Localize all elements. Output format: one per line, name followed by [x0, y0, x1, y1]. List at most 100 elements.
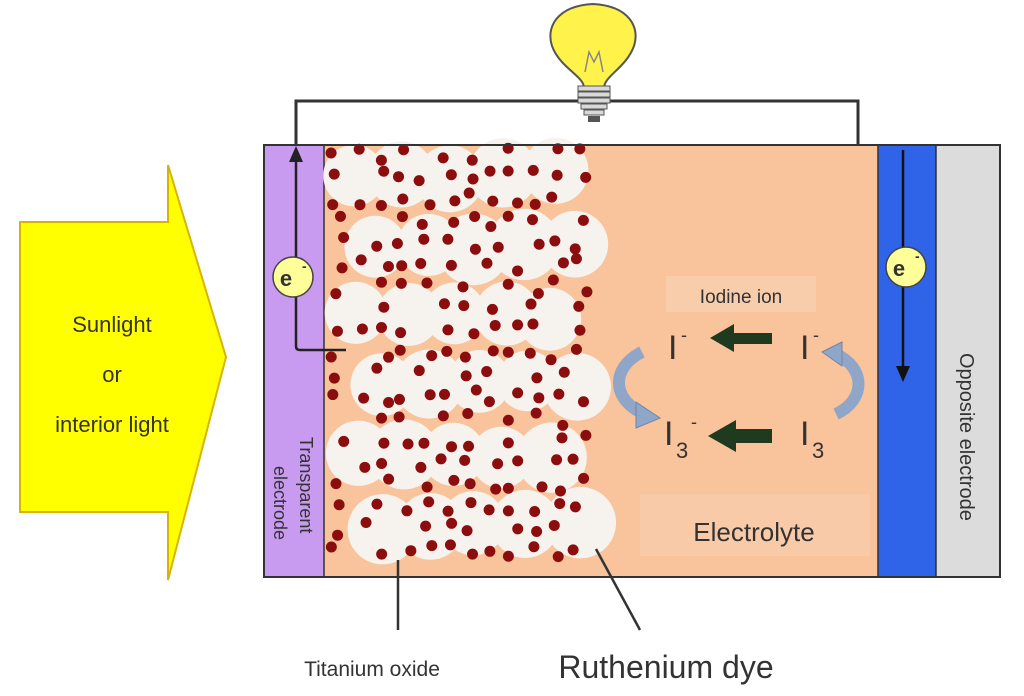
ruthenium-dye-dot: [325, 541, 337, 553]
ruthenium-dye-dot: [424, 199, 436, 211]
triiodide-right-charge-sub: 3: [812, 438, 824, 463]
electron-charge-right: -: [915, 248, 920, 264]
ruthenium-dye-dot: [457, 281, 469, 293]
ruthenium-dye-dot: [424, 389, 436, 401]
light-label-line2: or: [102, 362, 122, 387]
ruthenium-dye-dot: [483, 504, 495, 516]
ruthenium-dye-dot: [333, 499, 345, 511]
ruthenium-dye-dot: [328, 372, 340, 384]
ion-arrow-top: [710, 324, 772, 352]
ruthenium-dye-dot: [551, 169, 563, 181]
ruthenium-dye-dot: [552, 551, 564, 563]
ruthenium-dye-dot: [490, 483, 502, 495]
ruthenium-dye-dot: [415, 257, 427, 269]
ruthenium-dye-dot: [442, 324, 454, 336]
titanium-oxide-particle: [347, 494, 418, 565]
ruthenium-dye-dot: [502, 210, 514, 222]
ruthenium-dye-dot: [551, 454, 563, 466]
ruthenium-dye-dot: [444, 539, 456, 551]
ruthenium-dye-dot: [332, 529, 344, 541]
ruthenium-dye-dot: [371, 498, 383, 510]
ruthenium-dye-dot: [446, 441, 458, 453]
ruthenium-dye-dot: [421, 481, 433, 493]
electrolyte-label-bg: [640, 494, 870, 556]
ruthenium-dye-dot: [502, 550, 514, 562]
ruthenium-dye-dot: [556, 432, 568, 444]
ruthenium-dye-dot: [481, 366, 493, 378]
ruthenium-dye-dot: [396, 260, 408, 272]
titanium-oxide-particle: [488, 208, 560, 281]
ruthenium-dye-dot: [376, 412, 388, 424]
triiodide-left: I: [664, 415, 673, 453]
ruthenium-dye-dot: [421, 277, 433, 289]
ruthenium-dye-dot: [462, 407, 474, 419]
ruthenium-dye-dot: [460, 370, 472, 382]
ruthenium-dye-dot: [481, 257, 493, 269]
ruthenium-dye-dot: [375, 200, 387, 212]
ruthenium-dye-dot: [570, 253, 582, 265]
ruthenium-dye-dot: [426, 540, 438, 552]
ruthenium-dye-dot: [358, 392, 370, 404]
ruthenium-dye-dot: [470, 384, 482, 396]
ruthenium-dye-dot: [463, 440, 475, 452]
iodine-ion-panel: Iodine ion I - I - I 3 - I 3: [613, 276, 865, 463]
ruthenium-dye-dot: [383, 351, 395, 363]
iodide-right: I: [800, 329, 809, 367]
ruthenium-dye-dot: [338, 435, 350, 447]
light-label-line3: interior light: [55, 412, 169, 437]
iodine-ion-title: Iodine ion: [700, 287, 782, 308]
iodide-left-charge: -: [681, 325, 687, 345]
ruthenium-dye-dot: [356, 323, 368, 335]
ruthenium-dye-dot: [465, 497, 477, 509]
titanium-oxide-particle: [394, 349, 464, 419]
iodide-left: I: [668, 329, 677, 367]
ruthenium-dye-dot: [413, 175, 425, 187]
ruthenium-dye-dot: [487, 345, 499, 357]
ruthenium-dye-dot: [512, 387, 524, 399]
ruthenium-dye-dot: [486, 303, 498, 315]
ruthenium-dye-dot: [549, 235, 561, 247]
ruthenium-dye-dot: [574, 324, 586, 336]
ruthenium-dye-dot: [376, 322, 388, 334]
ruthenium-dye-dot: [512, 523, 524, 535]
ruthenium-dye-dot: [438, 298, 450, 310]
ruthenium-dye-dot: [446, 517, 458, 529]
ruthenium-dye-dot: [383, 473, 395, 485]
ruthenium-dye-dot: [360, 516, 372, 528]
ruthenium-dye-dot: [548, 519, 560, 531]
ruthenium-dye-dot: [528, 541, 540, 553]
ruthenium-dye-dot: [394, 344, 406, 356]
ruthenium-dye-dot: [469, 210, 481, 222]
ruthenium-dye-dot: [375, 154, 387, 166]
ruthenium-dye-dot: [573, 300, 585, 312]
titanium-oxide-particle: [423, 282, 486, 345]
ruthenium-dye-dot: [567, 544, 579, 556]
ruthenium-dye-dot: [581, 286, 593, 298]
ruthenium-dye-dot: [327, 389, 339, 401]
ruthenium-dye-dot: [466, 154, 478, 166]
ruthenium-dye-dot: [353, 143, 365, 155]
ruthenium-dye-dot: [420, 520, 432, 532]
ruthenium-dye-dot: [502, 346, 514, 358]
ruthenium-dye-dot: [527, 214, 539, 226]
ruthenium-dye-dot: [423, 496, 435, 508]
ruthenium-dye-dot: [527, 164, 539, 176]
light-bulb-icon: [549, 2, 637, 122]
ruthenium-dye-dot: [418, 233, 430, 245]
ruthenium-dye-dot: [426, 350, 438, 362]
ruthenium-dye-dot: [437, 152, 449, 164]
ruthenium-dye-dot: [376, 548, 388, 560]
ruthenium-dye-dot: [524, 347, 536, 359]
ruthenium-dye-dot: [502, 505, 514, 517]
ruthenium-dye-dot: [557, 419, 569, 431]
ruthenium-dye-dot: [525, 298, 537, 310]
counter-conductor: [877, 144, 937, 578]
ruthenium-dye-dot: [578, 472, 590, 484]
ruthenium-dye-dot: [378, 165, 390, 177]
titanium-oxide-particle: [470, 426, 533, 489]
ruthenium-dye-dot: [469, 243, 481, 255]
ruthenium-dye-dot: [557, 257, 569, 269]
ruthenium-dye-dot: [569, 501, 581, 513]
electron-symbol-right: e: [893, 256, 905, 281]
